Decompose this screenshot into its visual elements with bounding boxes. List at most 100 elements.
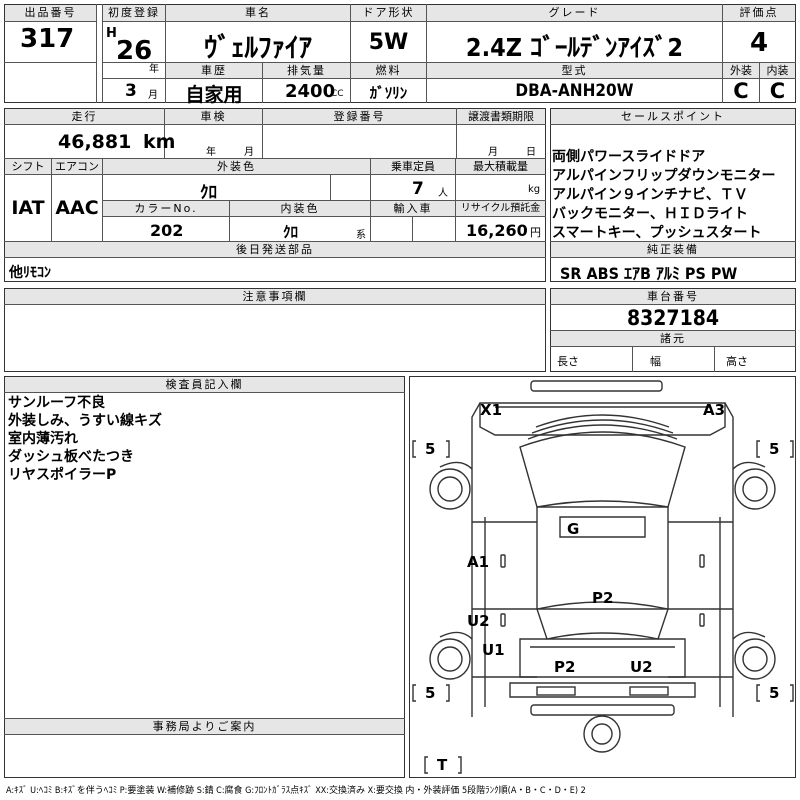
sales-point-header: セールスポイント bbox=[551, 109, 795, 124]
max-load-header: 最大積載量 bbox=[456, 159, 545, 174]
sales-point-item: アルパイン９インチナビ、ＴＶ bbox=[552, 187, 748, 203]
mark-left-rear-fender: U1 bbox=[482, 641, 505, 659]
displacement: 2400 bbox=[285, 81, 336, 102]
color-no: 202 bbox=[150, 221, 184, 240]
era: H bbox=[106, 26, 117, 41]
tread-spare: T bbox=[437, 756, 448, 774]
mileage: 46,881 bbox=[58, 131, 132, 153]
fuel-header: 燃料 bbox=[351, 63, 426, 78]
reg-month-unit: 月 bbox=[148, 90, 158, 101]
inspector-block bbox=[4, 376, 405, 778]
ac: AAC bbox=[55, 197, 99, 219]
inspection-year-unit: 年 bbox=[206, 147, 216, 158]
mark-windshield: G bbox=[567, 520, 579, 538]
model-code: DBA-ANH20W bbox=[515, 81, 634, 101]
caution-block bbox=[4, 288, 546, 372]
displacement-unit: CC bbox=[331, 89, 344, 99]
mark-left-front-door: A1 bbox=[467, 553, 489, 571]
lot-header: 出品番号 bbox=[5, 5, 96, 21]
reg-year-unit: 年 bbox=[149, 64, 159, 75]
transfer-header: 譲渡書類期限 bbox=[457, 109, 545, 124]
mark-rear-right: U2 bbox=[630, 658, 653, 676]
car-name: ｳﾞｪﾙﾌｧｲｱ bbox=[204, 33, 312, 64]
comment-line: 室内薄汚れ bbox=[8, 431, 78, 447]
comment-line: リヤスポイラーP bbox=[8, 467, 117, 483]
capacity-unit: 人 bbox=[438, 188, 448, 199]
inspection-header: 車検 bbox=[165, 109, 262, 124]
reg-no-header: 登録番号 bbox=[263, 109, 456, 124]
office-header: 事務局よりご案内 bbox=[5, 719, 404, 734]
capacity: 7 bbox=[412, 179, 424, 199]
max-load-unit: kg bbox=[528, 184, 541, 195]
interior-grade: C bbox=[769, 79, 786, 103]
tread-rear-left: 5 bbox=[425, 684, 435, 702]
transfer-day-unit: 日 bbox=[526, 147, 536, 158]
genuine-equipment: SR ABS ｴｱB ｱﾙﾐ PS PW bbox=[560, 264, 738, 283]
tread-front-left: 5 bbox=[425, 440, 435, 458]
width-label: 幅 bbox=[650, 355, 661, 368]
sales-point-item: バックモニター、ＨＩＤライト bbox=[552, 206, 748, 222]
mark-rear-left: P2 bbox=[554, 658, 575, 676]
specs-header: 諸元 bbox=[551, 331, 795, 346]
sales-point-item: アルパインフリップダウンモニター bbox=[552, 168, 776, 184]
fuel: ｶﾞｿﾘﾝ bbox=[369, 84, 408, 102]
score-header: 評価点 bbox=[723, 5, 795, 21]
interior-header: 内装 bbox=[760, 63, 795, 78]
legend: A:ｷｽﾞ U:ﾍｺﾐ B:ｷｽﾞを伴うﾍｺﾐ P:要塗装 W:補修跡 S:錆 … bbox=[6, 786, 586, 796]
ac-header: エアコン bbox=[52, 159, 102, 174]
sales-point-list: 両側パワースライドドア アルパインフリップダウンモニター アルパイン９インチナビ… bbox=[552, 148, 775, 243]
exterior-header: 外装 bbox=[723, 63, 759, 78]
exterior-grade: C bbox=[733, 79, 749, 103]
genuine-equip-header: 純正装備 bbox=[551, 242, 795, 257]
recycle-fee: 16,260 bbox=[466, 221, 528, 240]
grade: 2.4Z ｺﾞｰﾙﾃﾞﾝｱｲｽﾞ2 bbox=[465, 33, 684, 62]
history-header: 車歴 bbox=[166, 63, 262, 78]
sales-point-item: スマートキー、プッシュスタート bbox=[552, 225, 762, 241]
recycle-unit: 円 bbox=[530, 226, 541, 239]
damage-diagram: X1 A3 G A1 U2 U1 P2 P2 U2 5 5 5 5 T bbox=[409, 376, 796, 778]
car-outline-diagram: X1 A3 G A1 U2 U1 P2 P2 U2 5 5 5 5 T bbox=[412, 380, 794, 774]
reg-year: 26 bbox=[116, 36, 153, 66]
inspection-month-unit: 月 bbox=[244, 147, 254, 158]
comment-line: 外装しみ、うすい線キズ bbox=[8, 413, 162, 429]
color-no-header: カラーNo. bbox=[103, 201, 229, 216]
door-header: ドア形状 bbox=[351, 5, 426, 21]
int-color-header: 内装色 bbox=[230, 201, 370, 216]
car-name-header: 車名 bbox=[166, 5, 350, 21]
ext-color-header: 外装色 bbox=[103, 159, 370, 174]
score: 4 bbox=[749, 28, 769, 58]
chassis-number: 8327184 bbox=[626, 306, 720, 330]
sales-point-item: 両側パワースライドドア bbox=[552, 149, 706, 165]
mark-roof-rear: P2 bbox=[592, 589, 613, 607]
sales-block bbox=[550, 108, 796, 282]
mark-left-rear-door: U2 bbox=[467, 612, 490, 630]
shift-header: シフト bbox=[5, 159, 51, 174]
capacity-header: 乗車定員 bbox=[371, 159, 455, 174]
later-parts: 他ﾘﾓｺﾝ bbox=[9, 265, 51, 281]
int-color: ｸﾛ bbox=[283, 223, 299, 241]
mark-front-left: X1 bbox=[480, 401, 502, 419]
first-reg-header: 初度登録 bbox=[103, 5, 165, 21]
import-header: 輸入車 bbox=[371, 201, 455, 216]
chassis-header: 車台番号 bbox=[551, 289, 795, 304]
mid-block bbox=[4, 108, 546, 282]
mark-front-right: A3 bbox=[703, 401, 725, 419]
mileage-header: 走行 bbox=[5, 109, 164, 124]
later-parts-header: 後日発送部品 bbox=[5, 242, 545, 257]
tread-rear-right: 5 bbox=[769, 684, 779, 702]
grade-header: グレード bbox=[427, 5, 722, 21]
top-block bbox=[4, 4, 796, 103]
model-header: 型式 bbox=[427, 63, 722, 78]
length-label: 長さ bbox=[557, 355, 579, 368]
comment-line: ダッシュ板べたつき bbox=[8, 449, 134, 465]
recycle-header: リサイクル預託金 bbox=[456, 201, 545, 216]
height-label: 高さ bbox=[726, 355, 748, 368]
comment-line: サンルーフ不良 bbox=[8, 395, 106, 411]
history: 自家用 bbox=[185, 84, 243, 106]
inspector-comments: サンルーフ不良 外装しみ、うすい線キズ 室内薄汚れ ダッシュ板べたつき リヤスポ… bbox=[8, 394, 162, 484]
caution-header: 注意事項欄 bbox=[5, 289, 545, 304]
mileage-unit: km bbox=[143, 131, 176, 153]
door-type: 5W bbox=[368, 30, 409, 55]
displacement-header: 排気量 bbox=[263, 63, 350, 78]
ext-color: ｸﾛ bbox=[200, 183, 217, 203]
